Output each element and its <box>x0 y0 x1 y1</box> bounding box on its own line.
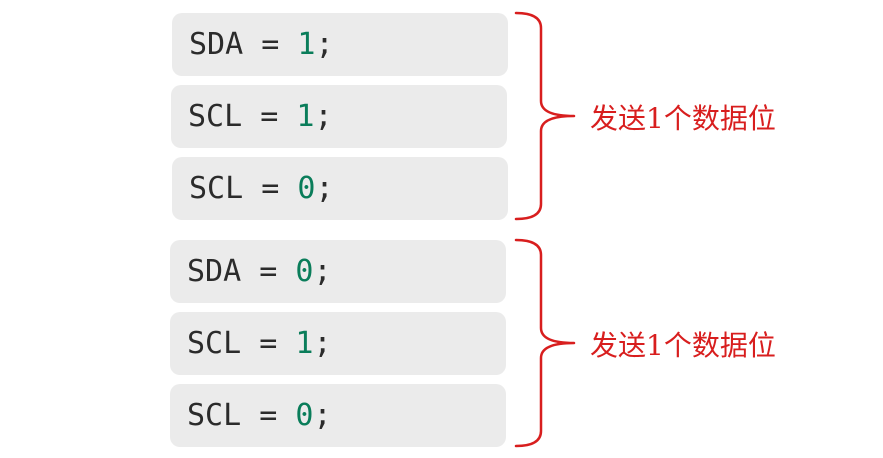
code-semicolon: ; <box>314 99 333 134</box>
code-operator: = <box>243 27 298 62</box>
code-variable: SCL <box>189 171 244 206</box>
code-semicolon: ; <box>313 398 332 433</box>
code-variable: SDA <box>187 254 242 289</box>
code-line: SCL = 1; <box>170 312 506 375</box>
code-semicolon: ; <box>313 254 332 289</box>
group-label: 发送1个数据位 <box>590 102 776 135</box>
code-semicolon: ; <box>315 171 334 206</box>
code-semicolon: ; <box>313 326 332 361</box>
code-variable: SCL <box>188 99 243 134</box>
code-value: 1 <box>297 27 316 62</box>
right-brace <box>514 11 576 221</box>
code-line: SDA = 1; <box>172 13 508 76</box>
code-value: 0 <box>295 254 314 289</box>
code-value: 1 <box>296 99 315 134</box>
code-value: 0 <box>295 398 314 433</box>
code-variable: SDA <box>189 27 244 62</box>
code-variable: SCL <box>187 398 242 433</box>
code-line: SCL = 0; <box>170 384 506 447</box>
code-line: SCL = 1; <box>171 85 507 148</box>
right-brace <box>514 238 576 448</box>
code-line: SCL = 0; <box>172 157 508 220</box>
code-operator: = <box>243 171 298 206</box>
code-operator: = <box>241 326 296 361</box>
code-operator: = <box>241 398 296 433</box>
code-line: SDA = 0; <box>170 240 506 303</box>
code-operator: = <box>241 254 296 289</box>
code-value: 0 <box>297 171 316 206</box>
code-semicolon: ; <box>315 27 334 62</box>
code-operator: = <box>242 99 297 134</box>
code-variable: SCL <box>187 326 242 361</box>
code-value: 1 <box>295 326 314 361</box>
group-label: 发送1个数据位 <box>590 329 776 362</box>
